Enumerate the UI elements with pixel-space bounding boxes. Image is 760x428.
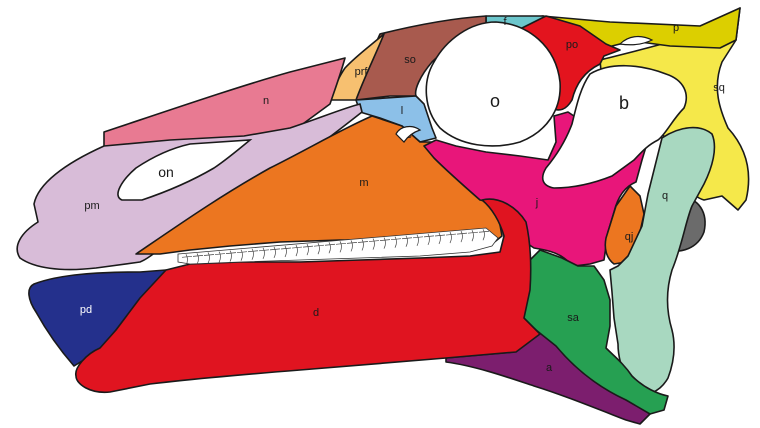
label-po: po	[566, 39, 578, 51]
label-pm: pm	[84, 200, 99, 212]
label-sa: sa	[567, 312, 580, 324]
label-prf: prf	[355, 66, 369, 78]
label-p: p	[673, 22, 679, 34]
label-m: m	[359, 177, 368, 189]
label-qj: qj	[625, 231, 634, 243]
label-so: so	[404, 54, 416, 66]
label-o: o	[490, 91, 500, 111]
label-a: a	[546, 362, 553, 374]
label-sq: sq	[713, 82, 725, 94]
label-b: b	[619, 93, 629, 113]
label-j: j	[535, 197, 538, 209]
label-d: d	[313, 307, 319, 319]
label-l: l	[401, 105, 403, 117]
label-n: n	[263, 95, 269, 107]
label-q: q	[662, 190, 668, 202]
label-pd: pd	[80, 304, 92, 316]
label-on: on	[158, 164, 174, 180]
